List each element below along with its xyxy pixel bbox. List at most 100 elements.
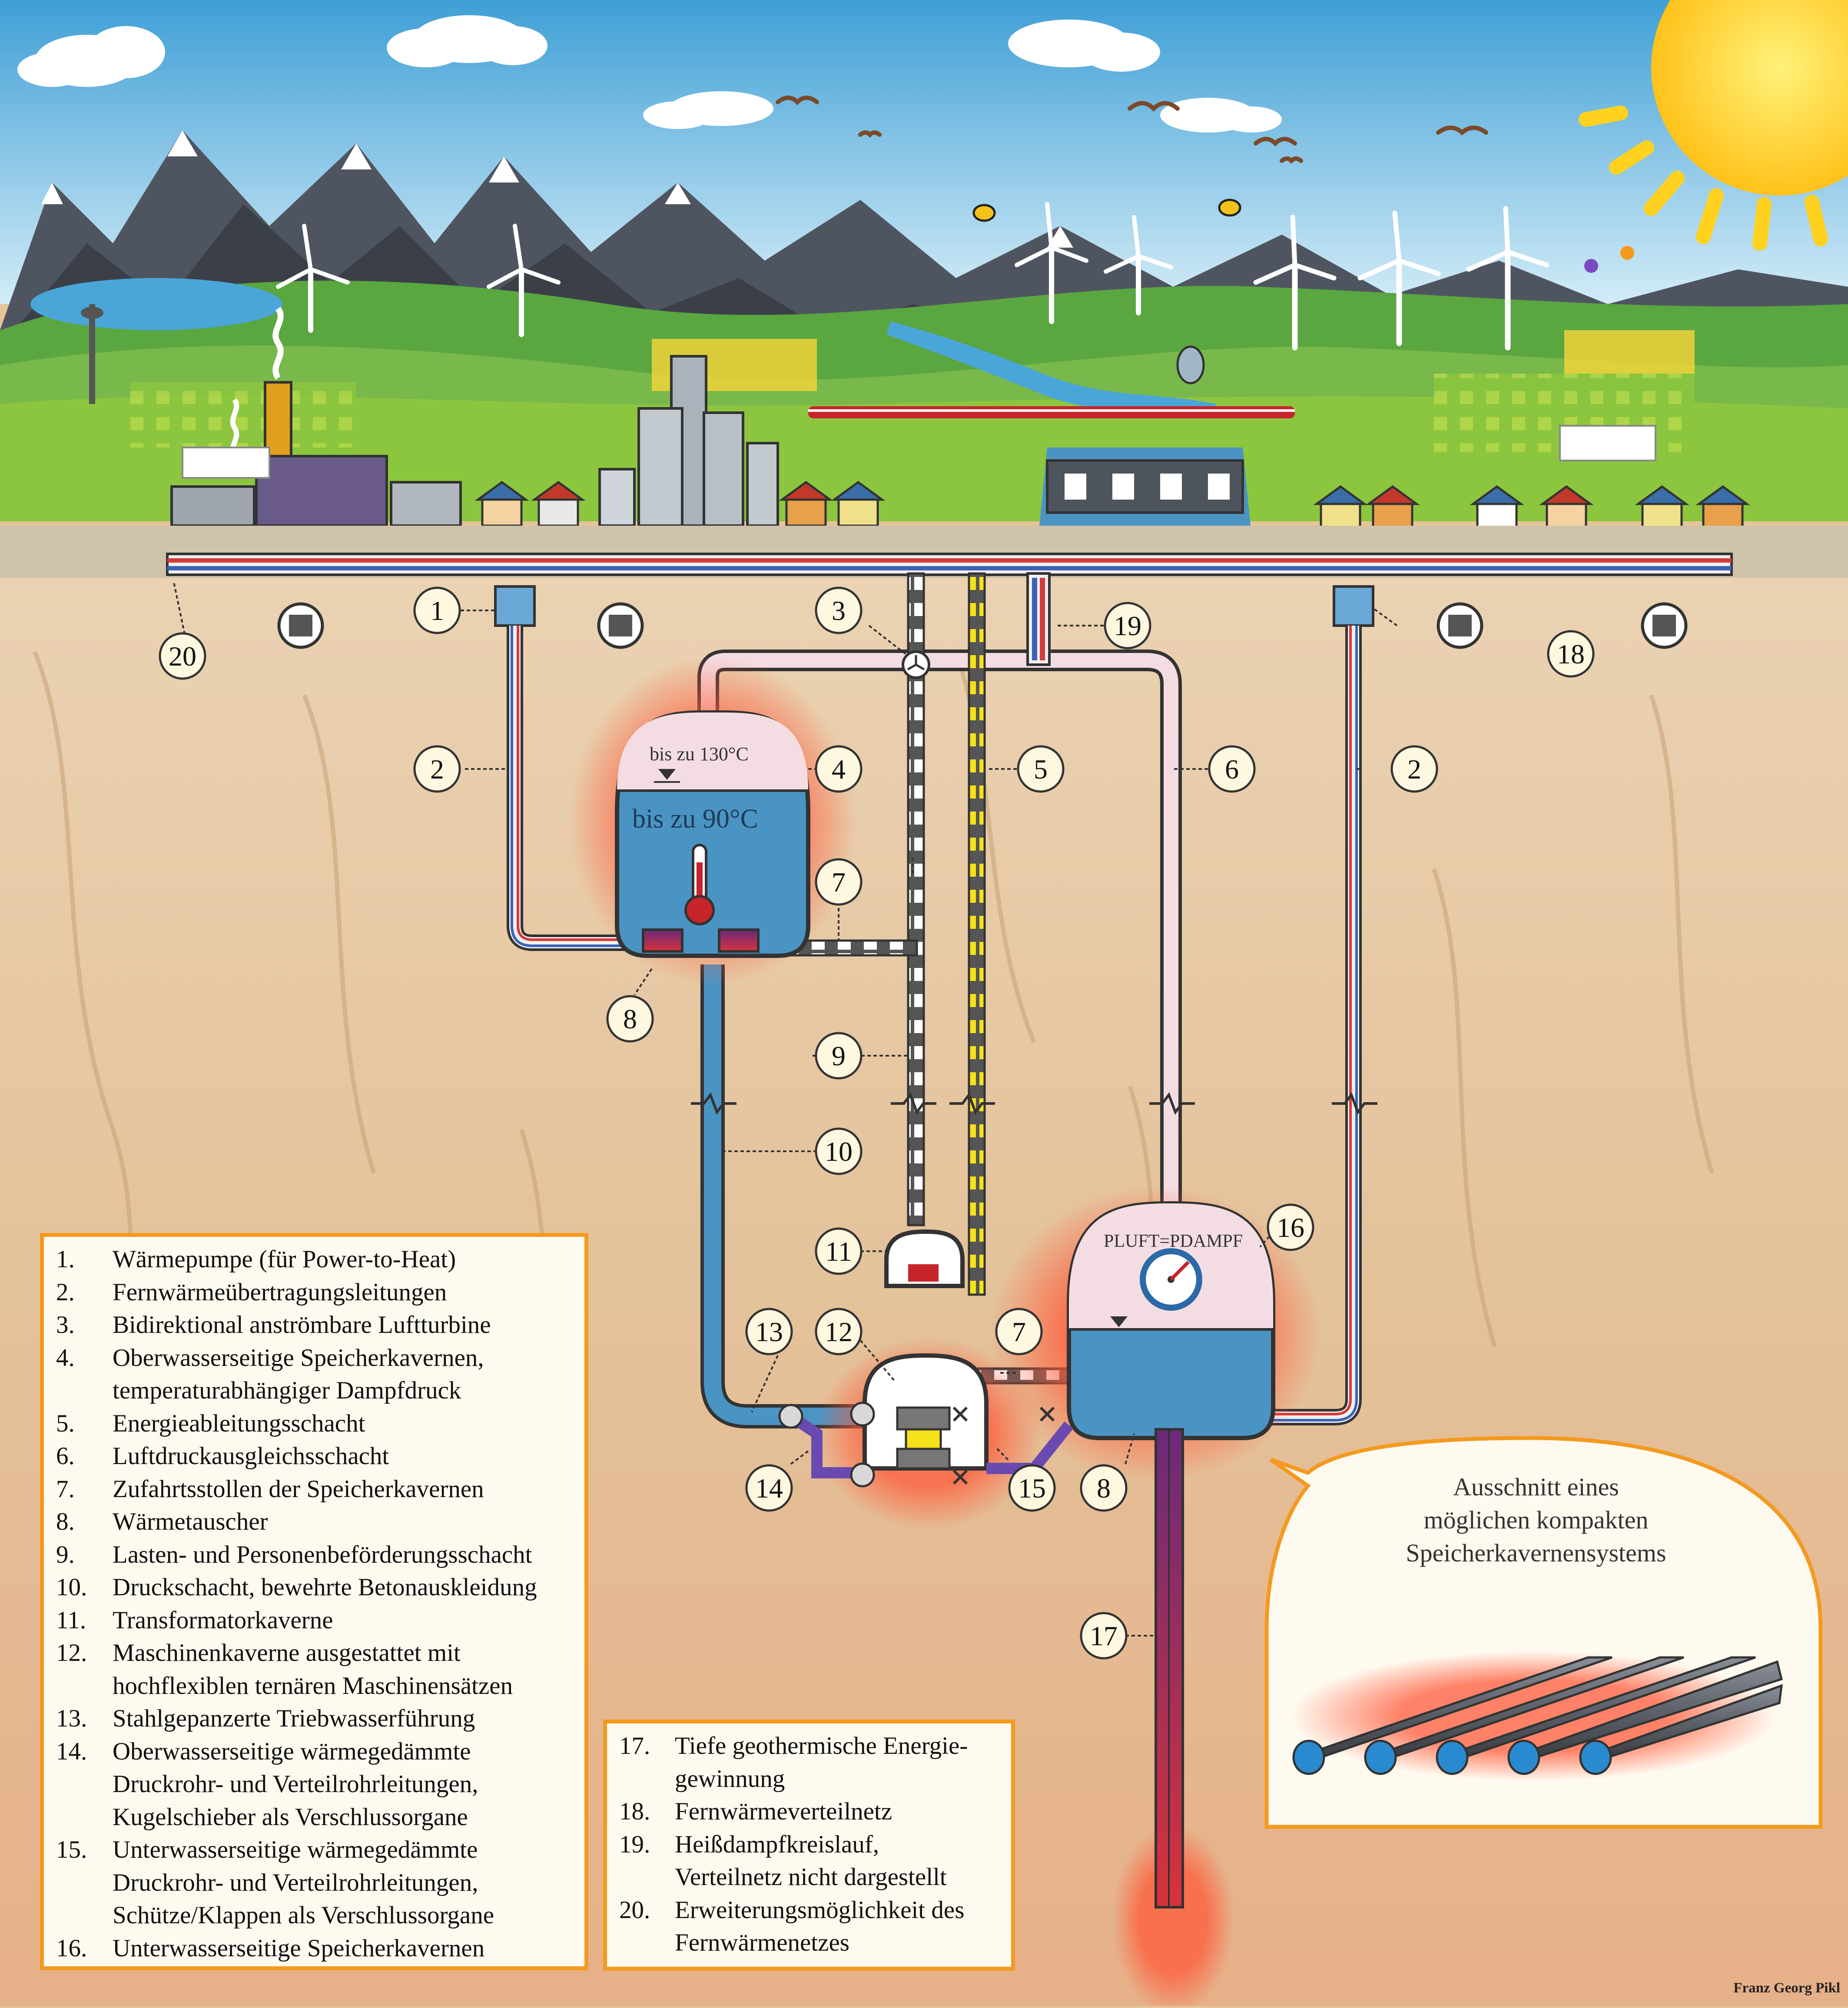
legend-list: 1.Wärmepumpe (für Power-to-Heat)2.Fernwä… — [56, 1243, 584, 1965]
legend-list: 17. Tiefe geothermische Energie-gewinnung… — [619, 1730, 1011, 1959]
legend-item-number: 17. — [619, 1732, 650, 1759]
legend-item-text: Druckschacht, bewehrte Betonauskleidung — [113, 1574, 537, 1601]
legend-item: 8. Wärmetauscher — [56, 1505, 584, 1538]
geothermal-well — [1155, 1428, 1184, 1909]
legend-item-text: Fernwärmeübertragungsleitungen — [113, 1278, 447, 1306]
upper-cavern — [615, 710, 810, 958]
legend-item-number: 20. — [619, 1896, 650, 1924]
legend-item-number: 3. — [56, 1311, 75, 1339]
legend-item: Kugelschieber als Verschlussorgane — [56, 1801, 584, 1834]
legend-left: 1.Wärmepumpe (für Power-to-Heat)2.Fernwä… — [40, 1233, 588, 1970]
svg-text:11: 11 — [825, 1236, 852, 1267]
energy-shaft — [968, 572, 986, 1296]
legend-item-text: Oberwasserseitige Speicherkavernen, — [113, 1344, 484, 1372]
legend-item-number: 9. — [56, 1541, 75, 1568]
legend-item: 11. Transformatorkaverne — [56, 1604, 584, 1637]
legend-item-number: 14. — [56, 1737, 87, 1765]
svg-text:17: 17 — [1090, 1620, 1118, 1651]
legend-item-text: Druckrohr- und Verteilrohrleitungen, — [113, 1770, 478, 1798]
inset-caption-line: Speicherkavernensystems — [1406, 1539, 1666, 1567]
legend-item: 14. Oberwasserseitige wärmegedämmte — [56, 1735, 584, 1768]
inset-caption-line: Ausschnitt eines — [1453, 1473, 1619, 1501]
legend-item-text: Transformatorkaverne — [113, 1606, 333, 1634]
inset-caption: Ausschnitt eines möglichen kompakten Spe… — [1317, 1471, 1755, 1570]
heat-glow — [1112, 1825, 1234, 2008]
personnel-shaft — [907, 572, 925, 1226]
district-heating-main — [166, 553, 1733, 576]
greenhouse — [182, 425, 1656, 479]
svg-text:9: 9 — [832, 1040, 846, 1071]
legend-item-number: 8. — [56, 1508, 75, 1535]
legend-item: 9.Lasten- und Personenbeförderungsschach… — [56, 1538, 584, 1571]
dam-icon — [1038, 447, 1251, 534]
svg-text:15: 15 — [1018, 1473, 1046, 1504]
bee-icon — [972, 199, 1241, 222]
legend-item-number: 19. — [619, 1830, 650, 1858]
legend-item: Schütze/Klappen als Verschlussorgane — [56, 1899, 584, 1932]
legend-item-text: Oberwasserseitige wärmegedämmte — [113, 1737, 471, 1765]
legend-item-number: 18. — [619, 1798, 650, 1825]
legend-item: Verteilnetz nicht dargestellt — [619, 1861, 1011, 1894]
legend-item-text: Tiefe geothermische Energie- — [675, 1732, 968, 1759]
svg-text:7: 7 — [1012, 1316, 1026, 1347]
sun-icon — [1579, 0, 1848, 251]
legend-item-text: Stahlgepanzerte Triebwasserführung — [113, 1705, 475, 1732]
svg-text:18: 18 — [1557, 639, 1585, 669]
legend-right: 17. Tiefe geothermische Energie-gewinnung… — [603, 1720, 1015, 1971]
lower-cavern — [1067, 1201, 1275, 1440]
legend-item: 18. Fernwärmeverteilnetz — [619, 1795, 1011, 1828]
tv-tower — [81, 304, 103, 404]
svg-text:12: 12 — [825, 1316, 853, 1347]
legend-item-number: 1. — [56, 1246, 75, 1273]
svg-text:20: 20 — [169, 641, 196, 672]
legend-item-number: 11. — [56, 1606, 86, 1634]
legend-item: Fernwärmenetzes — [619, 1926, 1011, 1959]
legend-item: temperaturabhängiger Dampfdruck — [56, 1374, 584, 1407]
legend-item-number: 16. — [56, 1934, 87, 1962]
legend-item-text: Wärmetauscher — [113, 1508, 268, 1535]
legend-item-text: Maschinenkaverne ausgestattet mit — [113, 1639, 461, 1667]
legend-item-text: Unterwasserseitige wärmegedämmte — [113, 1836, 478, 1863]
inset-caption-line: möglichen kompakten — [1423, 1506, 1649, 1534]
legend-item-number: 5. — [56, 1409, 75, 1437]
author-credit: Franz Georg Pikl — [1733, 1980, 1840, 1996]
svg-text:10: 10 — [825, 1136, 853, 1167]
machine-cavern — [863, 1353, 989, 1471]
legend-item: Druckrohr- und Verteilrohrleitungen, — [56, 1866, 584, 1899]
legend-item: hochflexiblen ternären Maschinensätzen — [56, 1670, 584, 1703]
legend-item-text: Energieableitungsschacht — [113, 1409, 365, 1437]
transmission-pipes — [507, 626, 1362, 1425]
tunnel-icon — [277, 602, 1688, 649]
legend-item: gewinnung — [619, 1763, 1011, 1796]
valve-icon — [952, 1406, 1055, 1485]
svg-text:8: 8 — [1097, 1473, 1111, 1504]
svg-text:13: 13 — [755, 1316, 783, 1347]
legend-item: Druckrohr- und Verteilrohrleitungen, — [56, 1768, 584, 1801]
hot-vapour-pipes — [1026, 572, 1051, 666]
legend-item-text: Fernwärmenetzes — [675, 1929, 849, 1956]
legend-item: 12.Maschinenkaverne ausgestattet mit — [56, 1637, 584, 1670]
svg-text:2: 2 — [1407, 754, 1421, 785]
legend-item-number: 6. — [56, 1442, 75, 1470]
legend-item: 19.Heißdampfkreislauf, — [619, 1828, 1011, 1861]
legend-item: 4.Oberwasserseitige Speicherkavernen, — [56, 1342, 584, 1375]
svg-text:1: 1 — [430, 595, 444, 626]
svg-text:4: 4 — [832, 754, 846, 785]
legend-item-text: gewinnung — [675, 1765, 785, 1793]
legend-item-number: 15. — [56, 1836, 87, 1863]
pressure-gauge-icon — [1140, 1248, 1202, 1311]
legend-item-text: Schütze/Klappen als Verschlussorgane — [113, 1902, 494, 1929]
pressure-shaft — [700, 964, 865, 1428]
train-icon — [808, 406, 1295, 418]
legend-item: 3.Bidirektional anströmbare Luftturbine — [56, 1309, 584, 1342]
legend-item: 17. Tiefe geothermische Energie- — [619, 1730, 1011, 1763]
upper-cavern-water-label: bis zu 90°C — [632, 804, 758, 834]
legend-item: 6.Luftdruckausgleichsschacht — [56, 1440, 584, 1473]
legend-item: 13.Stahlgepanzerte Triebwasserführung — [56, 1702, 584, 1735]
legend-item: 20.Erweiterungsmöglichkeit des — [619, 1894, 1011, 1927]
legend-item-text: Unterwasserseitige Speicherkavernen — [113, 1934, 485, 1962]
wind-turbine-icon — [276, 202, 1549, 351]
legend-item-text: Fernwärmeverteilnetz — [675, 1798, 892, 1825]
svg-text:7: 7 — [832, 867, 846, 898]
